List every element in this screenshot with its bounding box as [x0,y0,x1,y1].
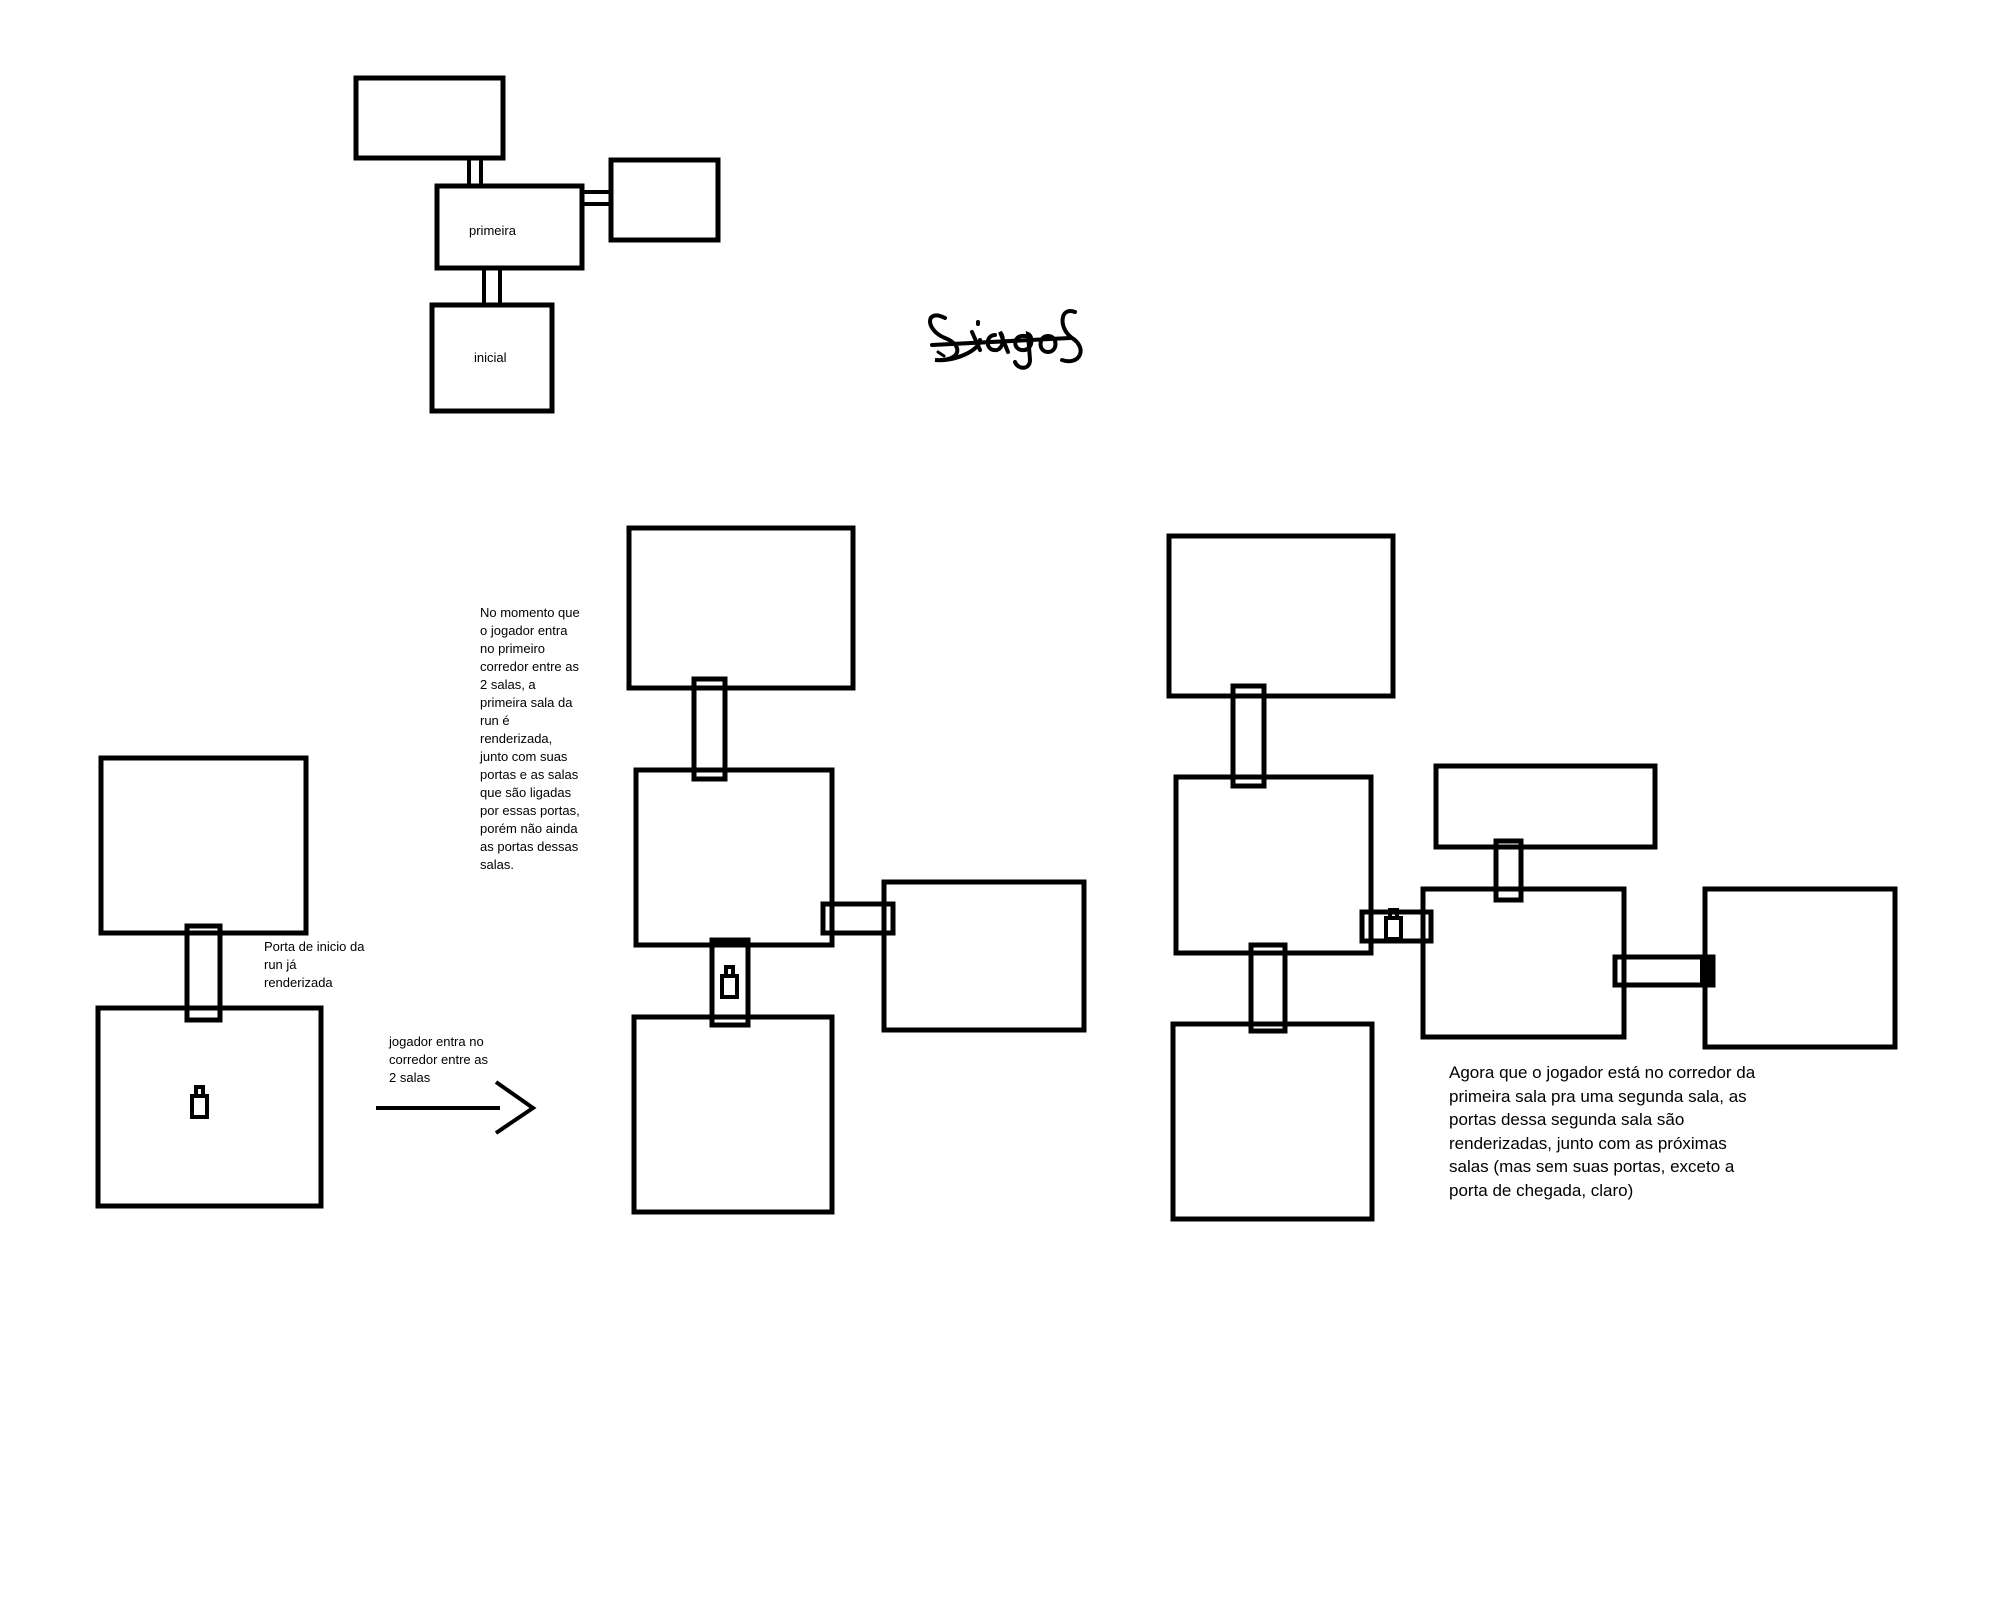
corridor-stage2-right [820,901,896,936]
first-corridor-note: No momento que o jogador entra no primei… [480,605,580,872]
room-stage3-next-top [1433,763,1658,850]
room-right-overview [608,157,721,243]
room-stage3-top [1166,533,1396,699]
corridor-right-overview [580,190,613,206]
player-icon [720,965,739,999]
room-label-initial: inicial [474,350,507,365]
room-first-overview [434,183,585,271]
arrow-head [494,1080,537,1135]
corridor-top-overview [467,156,483,188]
corridor-stage1 [184,923,223,1023]
room-stage3-next-right [1702,886,1898,1050]
corridor-bottom-overview [482,266,502,307]
second-corridor-note: Agora que o jogador está no corredor da … [1449,1063,1756,1200]
signature-drawing [928,309,1083,370]
room-label-first: primeira [469,223,516,238]
player-icon [1384,908,1403,941]
stage-3 [1166,533,1898,1222]
arrow-note: jogador entra no corredor entre as 2 sal… [389,1034,488,1085]
corridor-stage3-second-right [1612,954,1716,988]
room-stage3-first [1173,774,1374,956]
room-stage1-start [95,1005,324,1209]
room-stage2-first [633,767,835,948]
stage-1 [95,755,537,1209]
overview-map [353,75,721,414]
player-icon [190,1085,209,1119]
room-stage2-top [626,525,856,691]
stage-2 [626,525,1087,1215]
corridor-stage3-top [1230,683,1267,789]
room-initial-overview [429,302,555,414]
room-top-overview [353,75,506,161]
room-stage1-top [98,755,309,936]
corridor-stage2-top [691,676,728,782]
corridor-stage3-second-top [1493,838,1524,903]
room-stage2-right [881,879,1087,1033]
room-stage2-initial [631,1014,835,1215]
room-stage3-second [1420,886,1627,1040]
corridor-stage3-bottom [1248,942,1288,1034]
door-note: Porta de inicio da run já renderizada [264,939,365,990]
corridor-stage2-bottom [709,937,751,1028]
room-stage3-initial [1170,1021,1375,1222]
